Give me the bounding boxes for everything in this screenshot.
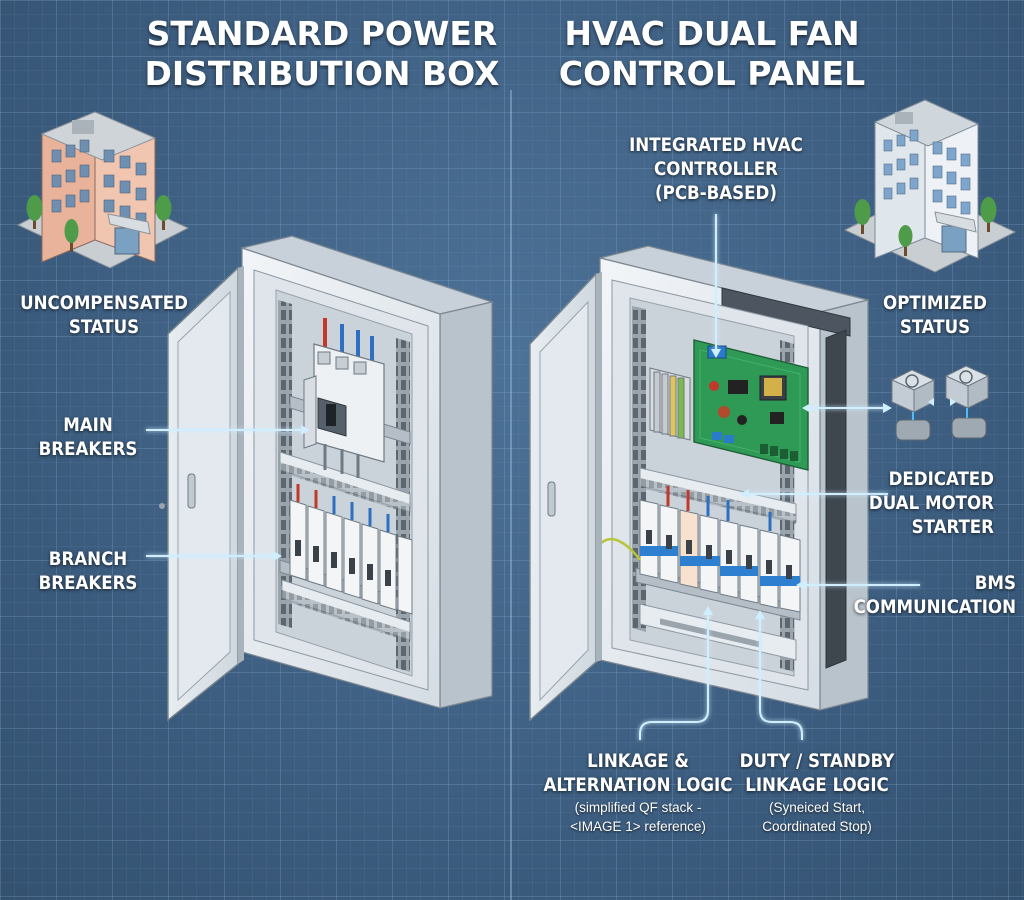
callout-linkage	[639, 612, 709, 740]
integrated-controller-label: INTEGRATED HVAC CONTROLLER (PCB-BASED)	[629, 135, 803, 204]
hvac-control-cabinet	[529, 245, 869, 722]
callout-duty	[759, 616, 803, 740]
duty-standby-label: DUTY / STANDBY LINKAGE LOGIC	[739, 751, 895, 796]
right-building-icon	[843, 99, 1017, 273]
left-panel-title: STANDARD POWER DISTRIBUTION BOX	[144, 14, 500, 93]
main-breakers-label: MAIN BREAKERS	[38, 415, 138, 460]
standard-distribution-cabinet	[159, 235, 495, 722]
uncompensated-status-label: UNCOMPENSATED STATUS	[20, 293, 188, 338]
callout-lines	[146, 214, 920, 740]
linkage-logic-subtitle: (simplified QF stack - <IMAGE 1> referen…	[570, 800, 706, 834]
dual-motor-starter-label: DEDICATED DUAL MOTOR STARTER	[868, 469, 994, 538]
bms-communication-label: BMS COMMUNICATION	[853, 573, 1016, 618]
callout-arrowheads	[273, 349, 892, 619]
branch-breakers-label: BRANCH BREAKERS	[38, 549, 138, 594]
linkage-logic-label: LINKAGE & ALTERNATION LOGIC	[543, 751, 733, 796]
dual-fan-motor-icon	[890, 365, 990, 441]
left-building-icon	[16, 111, 190, 269]
branch-breaker-row	[279, 484, 413, 615]
pcb-controller	[693, 339, 809, 471]
main-breaker-unit	[303, 318, 385, 478]
right-panel-title: HVAC DUAL FAN CONTROL PANEL	[558, 14, 866, 93]
hvac-breaker-bank	[635, 486, 801, 621]
duty-standby-subtitle: (Syneiced Start, Coordinated Stop)	[762, 800, 872, 834]
terminal-block	[649, 367, 691, 441]
optimized-status-label: OPTIMIZED STATUS	[883, 293, 987, 338]
